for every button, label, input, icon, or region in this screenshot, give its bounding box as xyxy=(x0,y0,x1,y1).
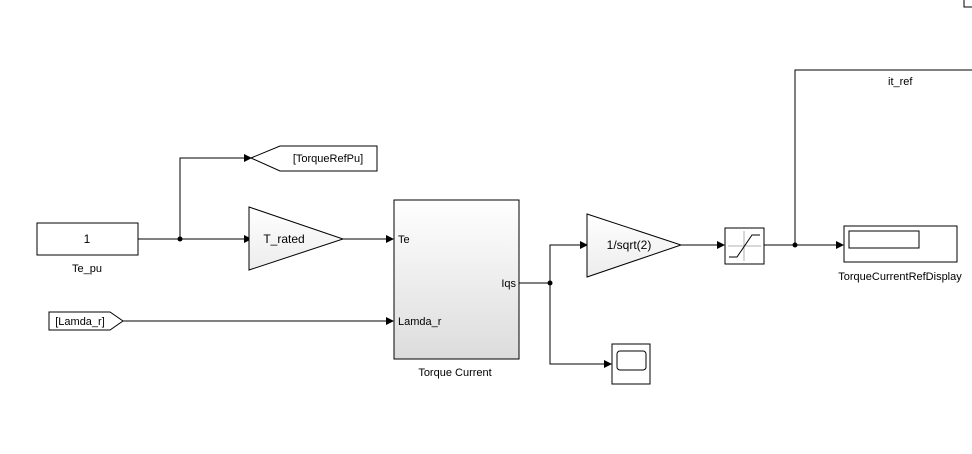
torque-current-subsystem-block[interactable]: Te Lamda_r Iqs xyxy=(393,199,520,360)
t-rated-gain-label: T_rated xyxy=(263,232,304,246)
signal-line-to-sqrt-gain[interactable] xyxy=(549,244,580,283)
arrowhead xyxy=(604,360,612,368)
arrowhead xyxy=(244,154,252,162)
saturation-icon xyxy=(729,234,760,258)
port-iqs-label: Iqs xyxy=(501,278,516,290)
port-lamda-r-label: Lamda_r xyxy=(398,316,442,328)
te-pu-constant-block[interactable]: 1 xyxy=(36,222,139,256)
port-te-label: Te xyxy=(398,234,410,246)
arrowhead xyxy=(580,241,588,249)
from-tag-label: [Lamda_r] xyxy=(55,316,105,328)
arrowhead xyxy=(244,235,252,243)
display-block-name: TorqueCurrentRefDisplay xyxy=(838,271,962,283)
arrowhead xyxy=(386,235,394,243)
arrowhead xyxy=(836,241,844,249)
scope-icon xyxy=(616,350,647,371)
te-pu-block-name: Te_pu xyxy=(72,263,102,275)
signal-line-to-goto[interactable] xyxy=(179,157,244,239)
arrowhead xyxy=(386,317,394,325)
scope-block[interactable] xyxy=(611,343,651,385)
sqrt-gain-label: 1/sqrt(2) xyxy=(607,238,652,252)
sqrt-gain-block[interactable]: 1/sqrt(2) xyxy=(586,213,683,278)
signal-line-it-ref-out[interactable] xyxy=(794,69,972,245)
goto-tag-label: [TorqueRefPu] xyxy=(293,153,363,165)
arrowhead xyxy=(717,241,725,249)
display-value-box xyxy=(848,230,920,249)
torque-current-block-name: Torque Current xyxy=(418,367,491,379)
lamda-r-from-block[interactable]: [Lamda_r] xyxy=(48,311,124,331)
saturation-block[interactable] xyxy=(724,227,765,265)
corner-fragment xyxy=(963,0,972,8)
torque-ref-pu-goto-block[interactable]: [TorqueRefPu] xyxy=(249,145,378,172)
constant-value: 1 xyxy=(84,232,91,246)
torque-current-ref-display-block[interactable] xyxy=(843,225,958,263)
t-rated-gain-block[interactable]: T_rated xyxy=(248,206,345,271)
signal-line-to-scope[interactable] xyxy=(549,283,604,365)
it-ref-signal-label: it_ref xyxy=(888,76,913,88)
